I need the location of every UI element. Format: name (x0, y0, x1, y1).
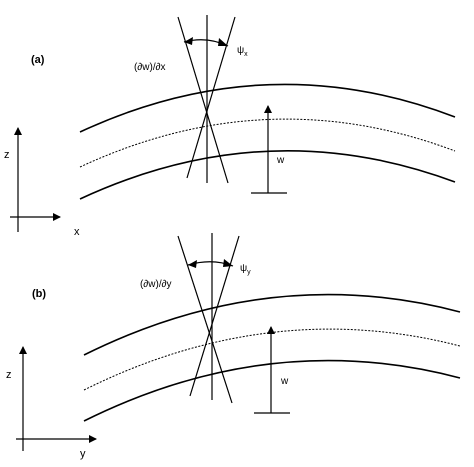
plate-top-surface (83, 293, 461, 356)
panel-a-deflection: w (251, 105, 287, 194)
rotated-normal-line (177, 16, 229, 184)
panel-a: (a) z x (∂w)/∂x ψx w (4, 15, 456, 238)
rotation-arrowhead (188, 260, 197, 268)
plate-bottom-surface (83, 359, 461, 422)
horizontal-axis-label: x (74, 226, 80, 238)
rotation-arrowhead (223, 259, 233, 267)
deflection-label: w (280, 376, 289, 387)
plate-mid-surface (79, 118, 456, 168)
rotation-angle-label: ψy (240, 263, 251, 276)
rotation-arrowhead (184, 37, 193, 45)
rotation-arrowhead (218, 38, 228, 46)
slope-label: (∂w)/∂y (140, 279, 172, 290)
rotation-angle-label: ψx (237, 45, 248, 58)
plate-mid-surface (83, 328, 461, 391)
horizontal-axis-label: y (80, 448, 86, 460)
panel-a-plate (79, 83, 456, 200)
panel-b-normals: (∂w)/∂y ψy (140, 233, 251, 404)
panel-b-plate (83, 293, 461, 422)
panel-a-normals: (∂w)/∂x ψx (134, 15, 248, 184)
deflection-label: w (276, 155, 285, 166)
rotated-normal-line (189, 235, 240, 397)
panel-b-deflection: w (254, 326, 290, 414)
panel-b-axes: z y (6, 346, 97, 460)
plate-top-surface (79, 83, 456, 133)
panel-b: (b) z y (∂w)/∂y ψy w (6, 233, 461, 460)
rotated-normal-line (177, 235, 233, 404)
z-axis-label: z (4, 149, 10, 161)
panel-b-tag: (b) (32, 288, 46, 300)
panel-a-tag: (a) (31, 54, 45, 66)
slope-label: (∂w)/∂x (134, 62, 166, 73)
panel-a-axes: z x (4, 127, 80, 238)
rotated-normal-line (186, 16, 236, 179)
z-axis-label: z (6, 369, 12, 381)
plate-bottom-surface (79, 149, 456, 200)
